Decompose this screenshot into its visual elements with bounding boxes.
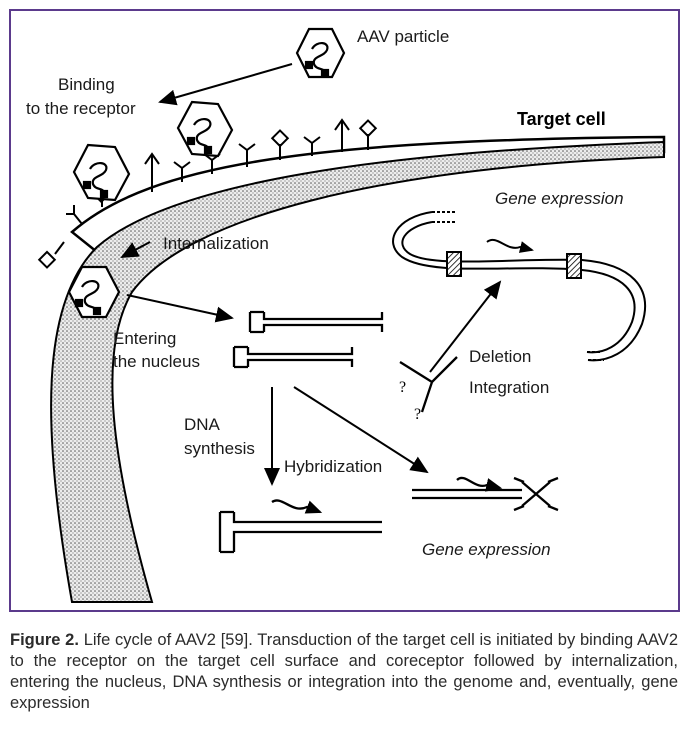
label-entering-line1: Entering: [113, 329, 176, 348]
nuclear-envelope: [50, 140, 665, 603]
label-internalization: Internalization: [163, 234, 269, 253]
figure-caption: Figure 2. Life cycle of AAV2 [59]. Trans…: [10, 630, 678, 714]
label-entering-line2: the nucleus: [113, 352, 200, 371]
label-deletion: Deletion: [469, 347, 531, 366]
label-target-cell: Target cell: [517, 109, 606, 129]
question-mark-1: ?: [399, 379, 406, 396]
integration-fork: [399, 356, 458, 413]
label-gene-expression-top: Gene expression: [495, 189, 624, 208]
aav-particle-receptor: [176, 100, 234, 158]
label-dna-line2: synthesis: [184, 439, 255, 458]
ds-dna-synthesis: [218, 499, 382, 554]
process-arrows: [120, 63, 502, 486]
label-dna-line1: DNA: [184, 415, 221, 434]
label-aav-particle: AAV particle: [357, 27, 449, 46]
aav-particle-internalized: [67, 265, 121, 319]
label-binding-line1: Binding: [58, 75, 115, 94]
ss-genomes: [232, 310, 384, 369]
caption-text: Life cycle of AAV2 [59]. Transduction of…: [10, 631, 678, 712]
label-binding-line2: to the receptor: [26, 99, 136, 118]
figure-frame: ? ? AAV particle Binding to the receptor…: [9, 9, 680, 612]
aav-particle-binding: [72, 143, 131, 202]
label-integration: Integration: [469, 378, 549, 397]
label-hybridization: Hybridization: [284, 457, 382, 476]
aav-particle-top: [295, 27, 346, 79]
hybridized-dna: [412, 476, 559, 512]
aav-life-cycle-diagram: ? ? AAV particle Binding to the receptor…: [26, 27, 666, 603]
question-mark-2: ?: [414, 406, 421, 423]
integrated-genome: [392, 211, 647, 362]
caption-label: Figure 2.: [10, 631, 79, 649]
label-gene-expression-bottom: Gene expression: [422, 540, 551, 559]
